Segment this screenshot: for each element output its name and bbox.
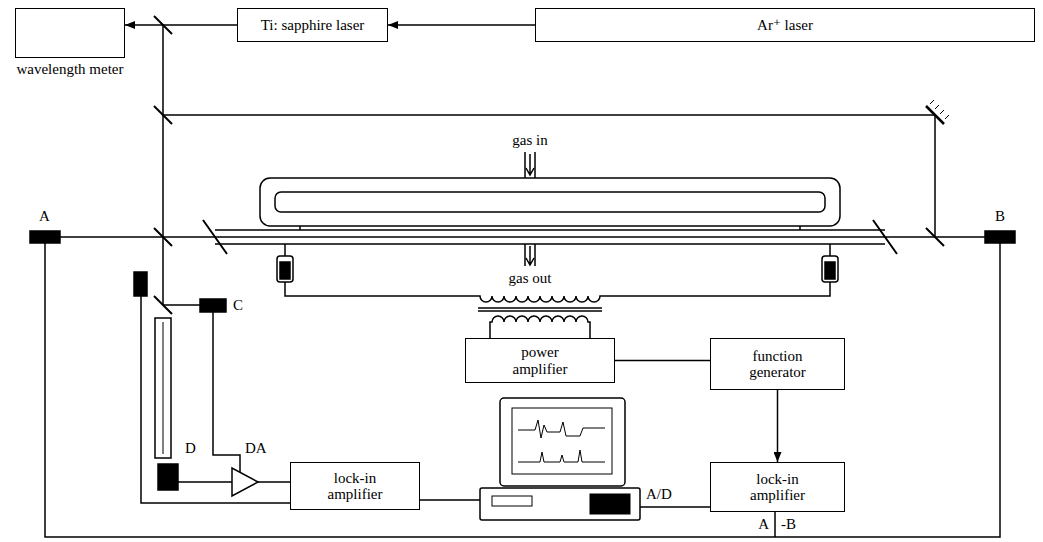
computer-monitor	[500, 398, 625, 486]
laser-beam	[60, 25, 985, 305]
instrument-box: Ti: sapphire laser	[237, 8, 388, 42]
signal-label: A/D	[644, 486, 674, 503]
connector	[615, 360, 710, 362]
screen-trace	[518, 420, 605, 462]
signal-label: -B	[779, 516, 798, 533]
tube-jacket	[260, 178, 840, 226]
instrument-box: function generator	[710, 338, 845, 390]
electrode-stub	[285, 244, 830, 256]
detector	[30, 231, 60, 243]
signal-label: D	[183, 440, 198, 457]
detector	[200, 299, 226, 312]
signal-wire	[45, 243, 1000, 537]
disk-drive	[590, 494, 630, 514]
electrode-core	[825, 262, 835, 279]
connector	[388, 24, 535, 26]
box-label: Ar⁺ laser	[757, 17, 813, 34]
brewster-window	[203, 220, 897, 254]
instrument-box: lock-in amplifier	[290, 462, 420, 510]
transformer-primary	[285, 282, 830, 302]
box-label: function generator	[728, 348, 828, 381]
connector	[777, 390, 779, 462]
signal-label: B	[993, 208, 1007, 225]
signal-label: A	[756, 516, 771, 533]
box-label: lock-in amplifier	[728, 471, 828, 504]
computer-screen	[512, 408, 612, 474]
gas-arrow	[526, 154, 534, 265]
disk-drive	[492, 496, 532, 506]
signal-label: DA	[243, 440, 269, 457]
amplifier-symbol	[232, 468, 258, 496]
box-label: Ti: sapphire laser	[261, 17, 365, 34]
signal-label: gas in	[510, 132, 549, 149]
instrument-box: power amplifier	[465, 338, 615, 383]
reference-cell	[155, 318, 171, 458]
detector	[985, 231, 1015, 243]
computer-base	[480, 488, 640, 520]
signal-label: gas out	[507, 270, 554, 287]
mirror-hatch	[930, 100, 949, 119]
transformer-secondary	[490, 316, 590, 338]
reference-cell-bore	[163, 322, 164, 454]
electrode	[277, 256, 293, 282]
detector	[158, 464, 178, 490]
detector	[134, 272, 147, 296]
electrode	[822, 256, 838, 282]
instrument-housing	[15, 8, 125, 58]
signal-label: C	[231, 297, 245, 314]
gas-pipe	[525, 152, 535, 266]
instrument-box: wavelength meter	[5, 8, 135, 78]
beam-splitter	[154, 16, 944, 314]
box-label: wavelength meter	[16, 61, 123, 78]
instrument-box: lock-in amplifier	[710, 462, 845, 512]
signal-label: A	[37, 208, 52, 225]
box-label: lock-in amplifier	[305, 470, 405, 503]
instrument-box: Ar⁺ laser	[535, 8, 1035, 42]
tube-inner	[275, 192, 825, 212]
connector	[125, 24, 237, 26]
box-label: power amplifier	[493, 344, 588, 377]
electrode-core	[280, 262, 290, 279]
transformer-core	[478, 308, 602, 311]
tube-bore	[215, 226, 885, 244]
